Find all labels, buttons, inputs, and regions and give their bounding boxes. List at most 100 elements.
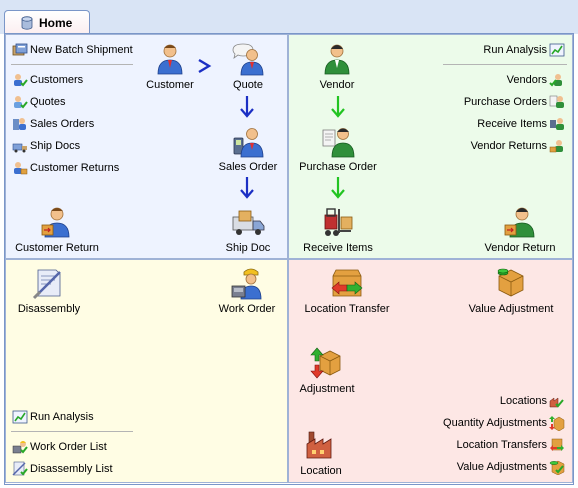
purchase-order-icon (322, 128, 355, 158)
purchase-order-flow-item[interactable]: Purchase Order (296, 124, 380, 173)
forklift-icon (324, 208, 353, 236)
work-run-analysis-link[interactable]: Run Analysis (12, 409, 94, 425)
arrow-down-icon (240, 96, 254, 118)
work-order-list-label: Work Order List (30, 441, 107, 453)
work-order-label: Work Order (218, 303, 276, 315)
delivery-truck-icon (232, 210, 265, 235)
arrow-down-icon (331, 96, 345, 118)
customer-return-flow-item[interactable]: Customer Return (14, 205, 100, 254)
purchase-order-label: Purchase Order (299, 161, 377, 173)
value-adjustment-icon (497, 268, 524, 297)
locations-label: Locations (499, 395, 547, 407)
tab-home-label: Home (39, 15, 73, 30)
vendor-return-icon (504, 207, 535, 238)
chart-icon (549, 43, 565, 57)
ship-doc-flow-item[interactable]: Ship Doc (222, 205, 274, 254)
work-order-list-icon (12, 441, 28, 454)
location-transfer-icon (331, 269, 363, 297)
location-transfers-icon (550, 438, 564, 451)
vendor-person-icon (324, 44, 350, 75)
arrow-down-icon (240, 177, 254, 199)
new-batch-shipment-label: New Batch Shipment (30, 44, 133, 56)
customer-return-icon (41, 207, 70, 238)
location-transfers-link[interactable]: Location Transfers (457, 437, 566, 453)
vendor-returns-link[interactable]: Vendor Returns (471, 138, 565, 154)
vendor-returns-icon (549, 140, 563, 153)
customer-flow-item[interactable]: Customer (142, 42, 198, 91)
sales-order-icon (233, 128, 264, 158)
adjustment-flow-item[interactable]: Adjustment (296, 346, 358, 395)
vendor-label: Vendor (319, 79, 355, 91)
location-flow-item[interactable]: Location (296, 428, 346, 477)
vendor-flow-item[interactable]: Vendor (312, 42, 362, 91)
location-transfers-label: Location Transfers (456, 439, 548, 451)
value-adjustment-label: Value Adjustment (468, 303, 554, 315)
database-icon (21, 15, 33, 30)
purchase-orders-icon (549, 95, 564, 108)
vendor-return-flow-item[interactable]: Vendor Return (480, 205, 560, 254)
customer-returns-icon (14, 162, 28, 175)
customer-person-icon (157, 44, 183, 75)
chart-icon (12, 410, 28, 424)
customer-return-label: Customer Return (15, 242, 99, 254)
disassembly-flow-item[interactable]: Disassembly (14, 266, 84, 315)
customer-returns-label: Customer Returns (30, 162, 120, 174)
work-divider (11, 431, 133, 432)
receive-items-icon (550, 118, 564, 130)
receive-items-label: Receive Items (477, 118, 547, 130)
tab-home[interactable]: Home (4, 10, 90, 34)
vendors-label: Vendors (506, 74, 547, 86)
quotes-label: Quotes (30, 96, 66, 108)
disassembly-label: Disassembly (17, 303, 81, 315)
purchase-orders-link[interactable]: Purchase Orders (464, 94, 565, 110)
arrow-right-icon (198, 58, 212, 74)
work-order-list-link[interactable]: Work Order List (12, 439, 107, 455)
location-transfer-flow-item[interactable]: Location Transfer (300, 266, 394, 315)
disassembly-icon (32, 269, 61, 300)
vendor-run-analysis-link[interactable]: Run Analysis (483, 42, 565, 58)
vendors-divider (443, 64, 567, 65)
factory-icon (306, 431, 332, 459)
quote-flow-item[interactable]: Quote (220, 42, 276, 91)
receive-items-flow-item[interactable]: Receive Items (300, 205, 376, 254)
quotes-icon (14, 96, 28, 109)
sales-orders-icon (13, 118, 26, 130)
vendors-link[interactable]: Vendors (507, 72, 565, 88)
value-adjustments-icon (549, 460, 565, 475)
ship-docs-label: Ship Docs (30, 140, 81, 152)
receive-items-label: Receive Items (303, 242, 373, 254)
value-adjustment-flow-item[interactable]: Value Adjustment (466, 266, 556, 315)
work-order-icon (231, 268, 262, 300)
vendors-icon (549, 74, 562, 87)
customers-link[interactable]: Customers (12, 72, 83, 88)
adjustment-icon (310, 347, 341, 379)
quantity-adjustments-link[interactable]: Quantity Adjustments (443, 415, 565, 431)
customer-label: Customer (146, 79, 194, 91)
receive-items-link[interactable]: Receive Items (477, 116, 565, 132)
customers-divider (11, 64, 133, 65)
quotes-link[interactable]: Quotes (12, 94, 65, 110)
sales-orders-link[interactable]: Sales Orders (12, 116, 94, 132)
locations-icon (549, 397, 564, 408)
ship-docs-link[interactable]: Ship Docs (12, 138, 80, 154)
sales-order-flow-item[interactable]: Sales Order (215, 124, 281, 173)
purchase-orders-label: Purchase Orders (463, 96, 547, 108)
arrow-down-icon (331, 177, 345, 199)
disassembly-list-label: Disassembly List (30, 463, 113, 475)
adjustment-label: Adjustment (299, 383, 355, 395)
work-order-flow-item[interactable]: Work Order (214, 266, 280, 315)
new-batch-shipment-link[interactable]: New Batch Shipment (12, 42, 133, 58)
disassembly-list-link[interactable]: Disassembly List (12, 461, 113, 477)
work-run-analysis-label: Run Analysis (30, 411, 94, 423)
location-label: Location (300, 465, 342, 477)
batch-shipment-icon (12, 43, 28, 56)
value-adjustments-link[interactable]: Value Adjustments (457, 459, 565, 475)
value-adjustments-label: Value Adjustments (456, 461, 547, 473)
sales-order-label: Sales Order (218, 161, 278, 173)
ship-doc-label: Ship Doc (225, 242, 271, 254)
ship-docs-icon (12, 143, 27, 153)
vendor-return-label: Vendor Return (484, 242, 556, 254)
customer-returns-link[interactable]: Customer Returns (12, 160, 119, 176)
locations-link[interactable]: Locations (500, 393, 565, 409)
location-transfer-label: Location Transfer (304, 303, 390, 315)
